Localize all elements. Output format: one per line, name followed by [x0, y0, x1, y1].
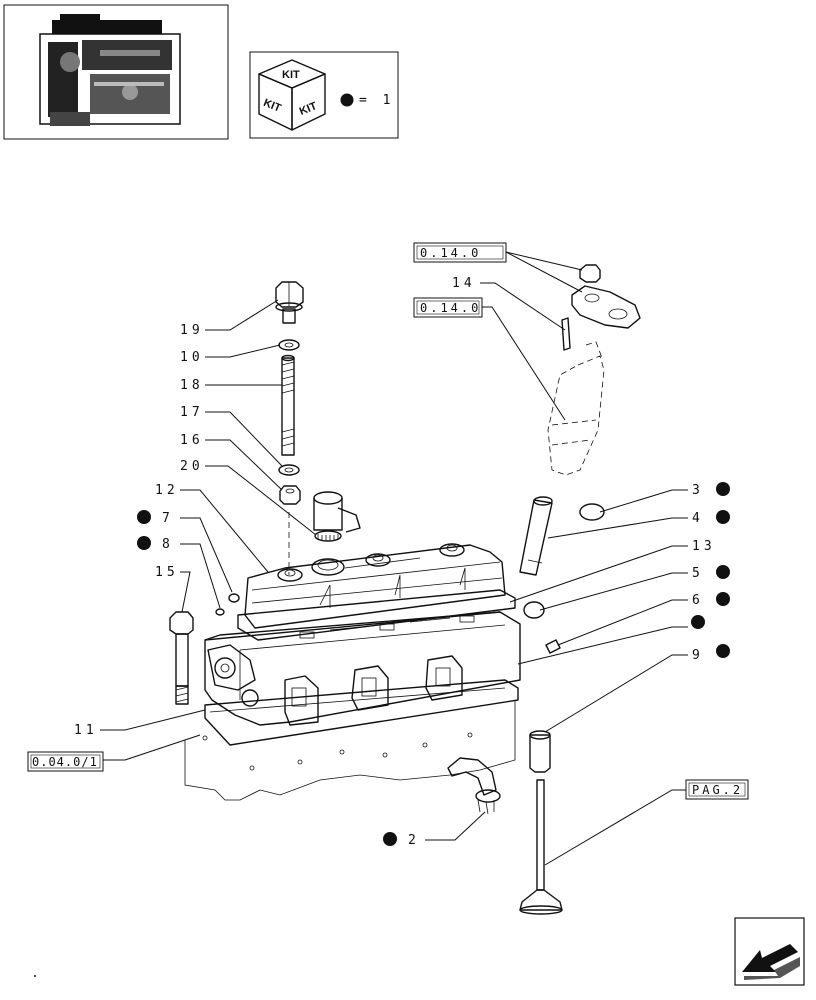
ref-d-text: PAG.2: [692, 783, 743, 797]
corner-dot: [34, 975, 36, 977]
next-page-arrow-icon[interactable]: [734, 917, 805, 986]
label-12: 12: [155, 483, 179, 498]
label-19: 19: [180, 323, 204, 338]
engine-block: [184, 700, 516, 801]
washer-17: [278, 464, 300, 476]
washer-10: [278, 339, 300, 351]
plug-6: [545, 639, 561, 654]
ref-box-b[interactable]: 0.14.0: [413, 297, 483, 318]
plug-5: [523, 601, 545, 619]
label-17: 17: [180, 405, 204, 420]
o-ring-3: [579, 503, 605, 521]
kit-dot-icon: [716, 482, 730, 496]
pin-14: [561, 317, 571, 351]
ref-box-a[interactable]: 0.14.0: [413, 242, 507, 263]
kit-dot-icon: [137, 510, 151, 524]
label-2: 2: [408, 833, 420, 848]
label-11: 11: [74, 723, 98, 738]
ref-box-d[interactable]: PAG.2: [685, 779, 749, 800]
label-18: 18: [180, 378, 204, 393]
valve: [519, 779, 563, 915]
kit-dot-icon: [716, 565, 730, 579]
label-8: 8: [162, 537, 174, 552]
stud-18: [281, 354, 295, 456]
nut-16: [279, 485, 301, 505]
injector: [547, 341, 605, 476]
kit-top-label: KIT: [282, 69, 300, 81]
ref-a-text: 0.14.0: [420, 246, 481, 260]
ref-c-text: 0.04.0/1: [32, 755, 98, 769]
kit-dot-icon: [716, 510, 730, 524]
ref-box-c[interactable]: 0.04.0/1: [27, 751, 104, 772]
kit-legend: KIT KIT KIT = 1: [249, 51, 399, 139]
label-14: 14: [452, 276, 476, 291]
callout-labels: 19 10 18 17 16 20 12 7 8 15 11 14 3 4 13…: [74, 276, 730, 848]
kit-dot-icon: [716, 592, 730, 606]
label-15: 15: [155, 565, 179, 580]
label-9: 9: [692, 648, 704, 663]
engine-thumbnail-icon[interactable]: [3, 4, 229, 140]
rocker-cover: [244, 543, 506, 629]
elbow-2: [447, 757, 501, 815]
bolt-15: [169, 611, 194, 705]
o-ring-7: [228, 593, 240, 603]
sleeve-4: [519, 496, 553, 576]
injector-nut: [579, 264, 601, 283]
kit-dot-icon: [137, 536, 151, 550]
injector-clamp: [571, 285, 641, 329]
label-6: 6: [692, 593, 704, 608]
o-ring-8: [215, 608, 225, 616]
rocker-cover-gasket: [237, 589, 516, 641]
label-10: 10: [180, 350, 204, 365]
kit-equals-text: = 1: [359, 93, 394, 108]
kit-dot-icon: [383, 832, 397, 846]
label-16: 16: [180, 433, 204, 448]
ref-b-text: 0.14.0: [420, 301, 481, 315]
label-3: 3: [692, 483, 704, 498]
breather-20: [313, 491, 361, 542]
label-20: 20: [180, 459, 204, 474]
bolt-19: [275, 281, 304, 324]
kit-dot-icon: [716, 644, 730, 658]
cylinder-head: [204, 611, 521, 726]
kit-dot-icon: [691, 615, 705, 629]
label-7: 7: [162, 511, 174, 526]
label-5: 5: [692, 566, 704, 581]
kit-dot-icon: [340, 93, 354, 107]
label-4: 4: [692, 511, 704, 526]
label-13: 13: [692, 539, 716, 554]
valve-guide-9: [529, 730, 551, 773]
leader-lines: [100, 251, 688, 866]
